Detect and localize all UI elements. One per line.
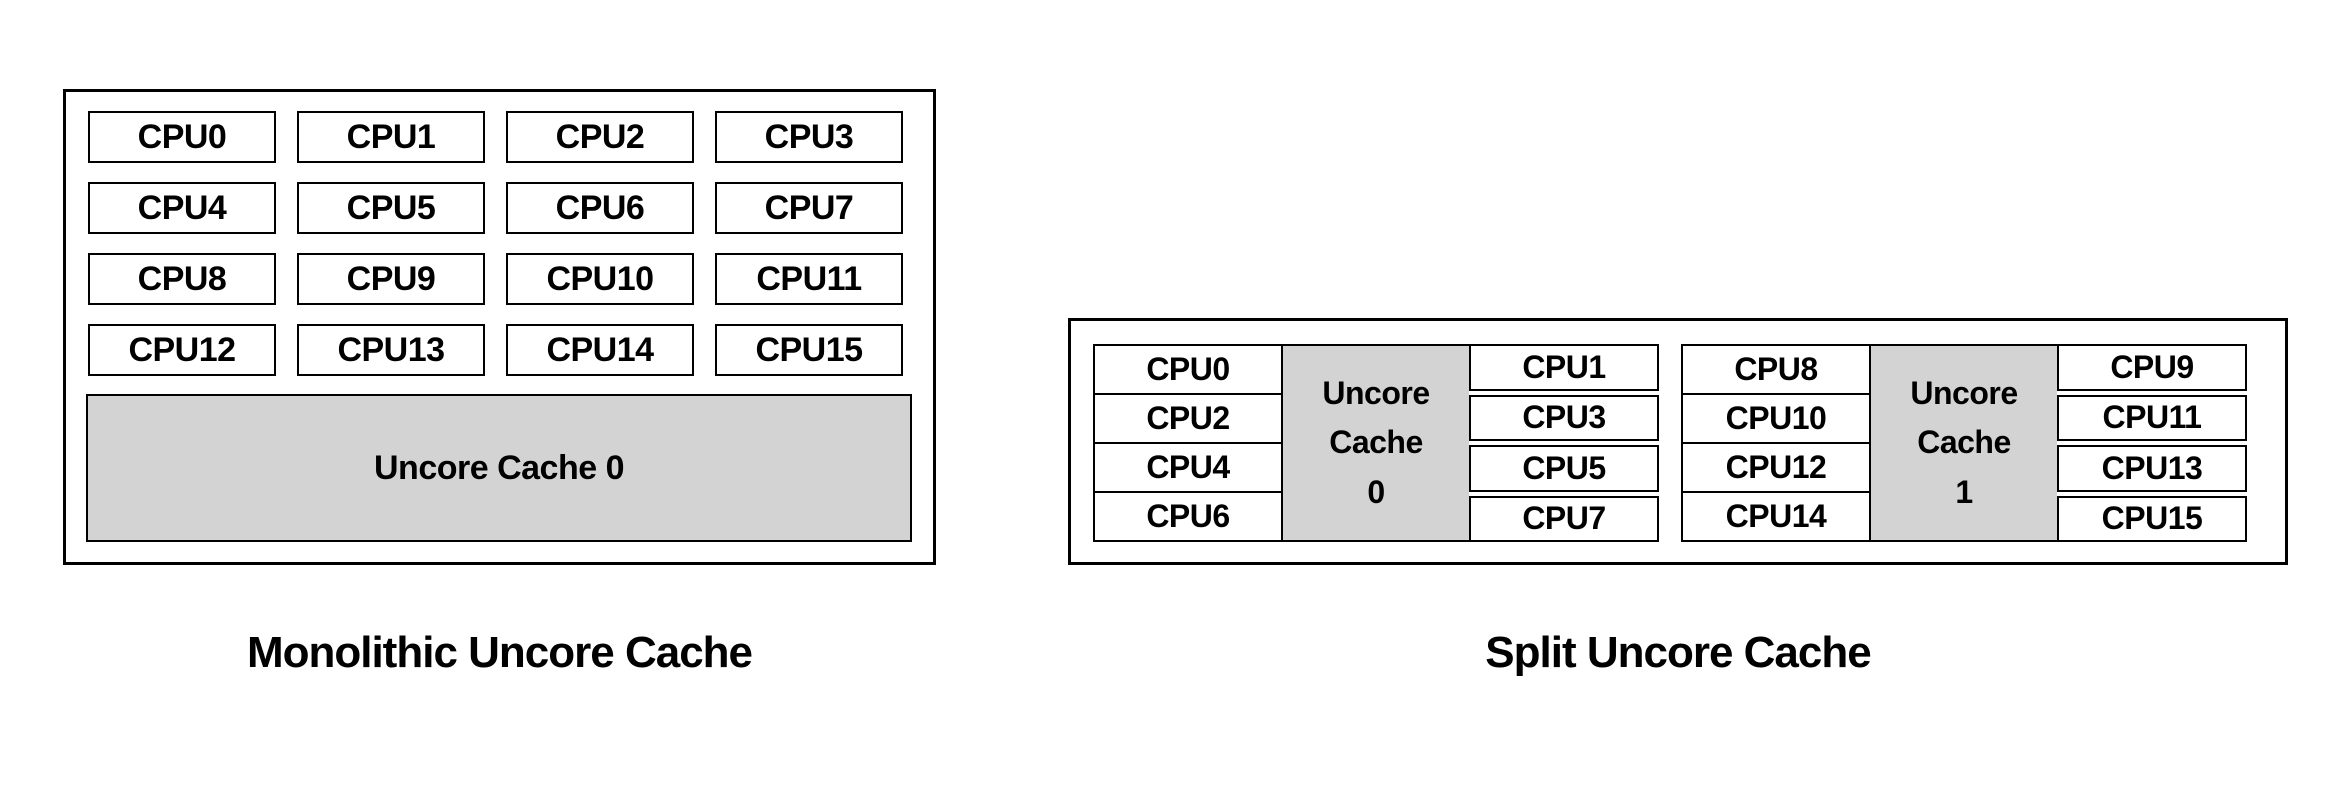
split-diagram: CPU0 CPU2 CPU4 CPU6 Uncore Cache 0 CPU1 … — [1068, 318, 2288, 565]
cpu-box: CPU11 — [2057, 394, 2247, 441]
cpu-box: CPU11 — [715, 253, 903, 305]
cpu-box: CPU10 — [506, 253, 694, 305]
cpu-box: CPU1 — [297, 111, 485, 163]
cache-label-line: Cache — [1329, 424, 1423, 461]
cpu-box: CPU7 — [715, 182, 903, 234]
cpu-box: CPU14 — [1725, 498, 1827, 534]
cpu-box: CPU13 — [2057, 445, 2247, 492]
monolithic-caption: Monolithic Uncore Cache — [246, 628, 753, 677]
split-caption: Split Uncore Cache — [1485, 628, 1871, 677]
split-group-0-left-column: CPU0 CPU2 CPU4 CPU6 — [1093, 344, 1283, 542]
uncore-cache-0-split-box: Uncore Cache 0 — [1281, 344, 1471, 542]
cpu-box: CPU6 — [506, 182, 694, 234]
cpu-box: CPU12 — [88, 324, 276, 376]
split-group-1-right-column: CPU9 CPU11 CPU13 CPU15 — [2057, 344, 2247, 542]
split-group-1: CPU8 CPU10 CPU12 CPU14 Uncore Cache 1 CP… — [1681, 344, 2247, 542]
monolithic-cpu-grid: CPU0 CPU1 CPU2 CPU3 CPU4 CPU5 CPU6 CPU7 … — [88, 111, 903, 376]
cpu-box: CPU0 — [88, 111, 276, 163]
cpu-box: CPU12 — [1683, 444, 1869, 493]
cpu-box: CPU0 — [1095, 346, 1281, 395]
cpu-box: CPU9 — [297, 253, 485, 305]
cpu-box: CPU5 — [1469, 445, 1659, 492]
cpu-box: CPU4 — [88, 182, 276, 234]
cache-label-line: 1 — [1955, 473, 1973, 510]
cpu-box: CPU5 — [297, 182, 485, 234]
cpu-box: CPU1 — [1469, 344, 1659, 391]
cpu-box: CPU15 — [2057, 495, 2247, 542]
cache-label-line: 0 — [1367, 473, 1385, 510]
cache-label-line: Uncore — [1322, 374, 1430, 411]
cpu-box: CPU8 — [88, 253, 276, 305]
cpu-box: CPU3 — [1469, 394, 1659, 441]
split-group-1-left-column: CPU8 CPU10 CPU12 CPU14 — [1681, 344, 1871, 542]
cpu-box: CPU15 — [715, 324, 903, 376]
cache-label-line: Cache — [1917, 424, 2011, 461]
cpu-box: CPU14 — [506, 324, 694, 376]
uncore-cache-0-box: Uncore Cache 0 — [86, 394, 912, 542]
cpu-box: CPU6 — [1146, 498, 1230, 534]
cpu-box: CPU4 — [1095, 444, 1281, 493]
monolithic-diagram: CPU0 CPU1 CPU2 CPU3 CPU4 CPU5 CPU6 CPU7 … — [63, 89, 936, 565]
cpu-box: CPU2 — [506, 111, 694, 163]
cpu-box: CPU13 — [297, 324, 485, 376]
uncore-cache-1-split-box: Uncore Cache 1 — [1869, 344, 2059, 542]
split-group-0: CPU0 CPU2 CPU4 CPU6 Uncore Cache 0 CPU1 … — [1093, 344, 1659, 542]
cpu-box: CPU9 — [2057, 344, 2247, 391]
cache-label-line: Uncore — [1910, 374, 2018, 411]
cpu-box: CPU7 — [1469, 495, 1659, 542]
cpu-box: CPU8 — [1683, 346, 1869, 395]
cpu-box: CPU3 — [715, 111, 903, 163]
split-group-0-right-column: CPU1 CPU3 CPU5 CPU7 — [1469, 344, 1659, 542]
cpu-box: CPU2 — [1095, 395, 1281, 444]
cpu-box: CPU10 — [1683, 395, 1869, 444]
